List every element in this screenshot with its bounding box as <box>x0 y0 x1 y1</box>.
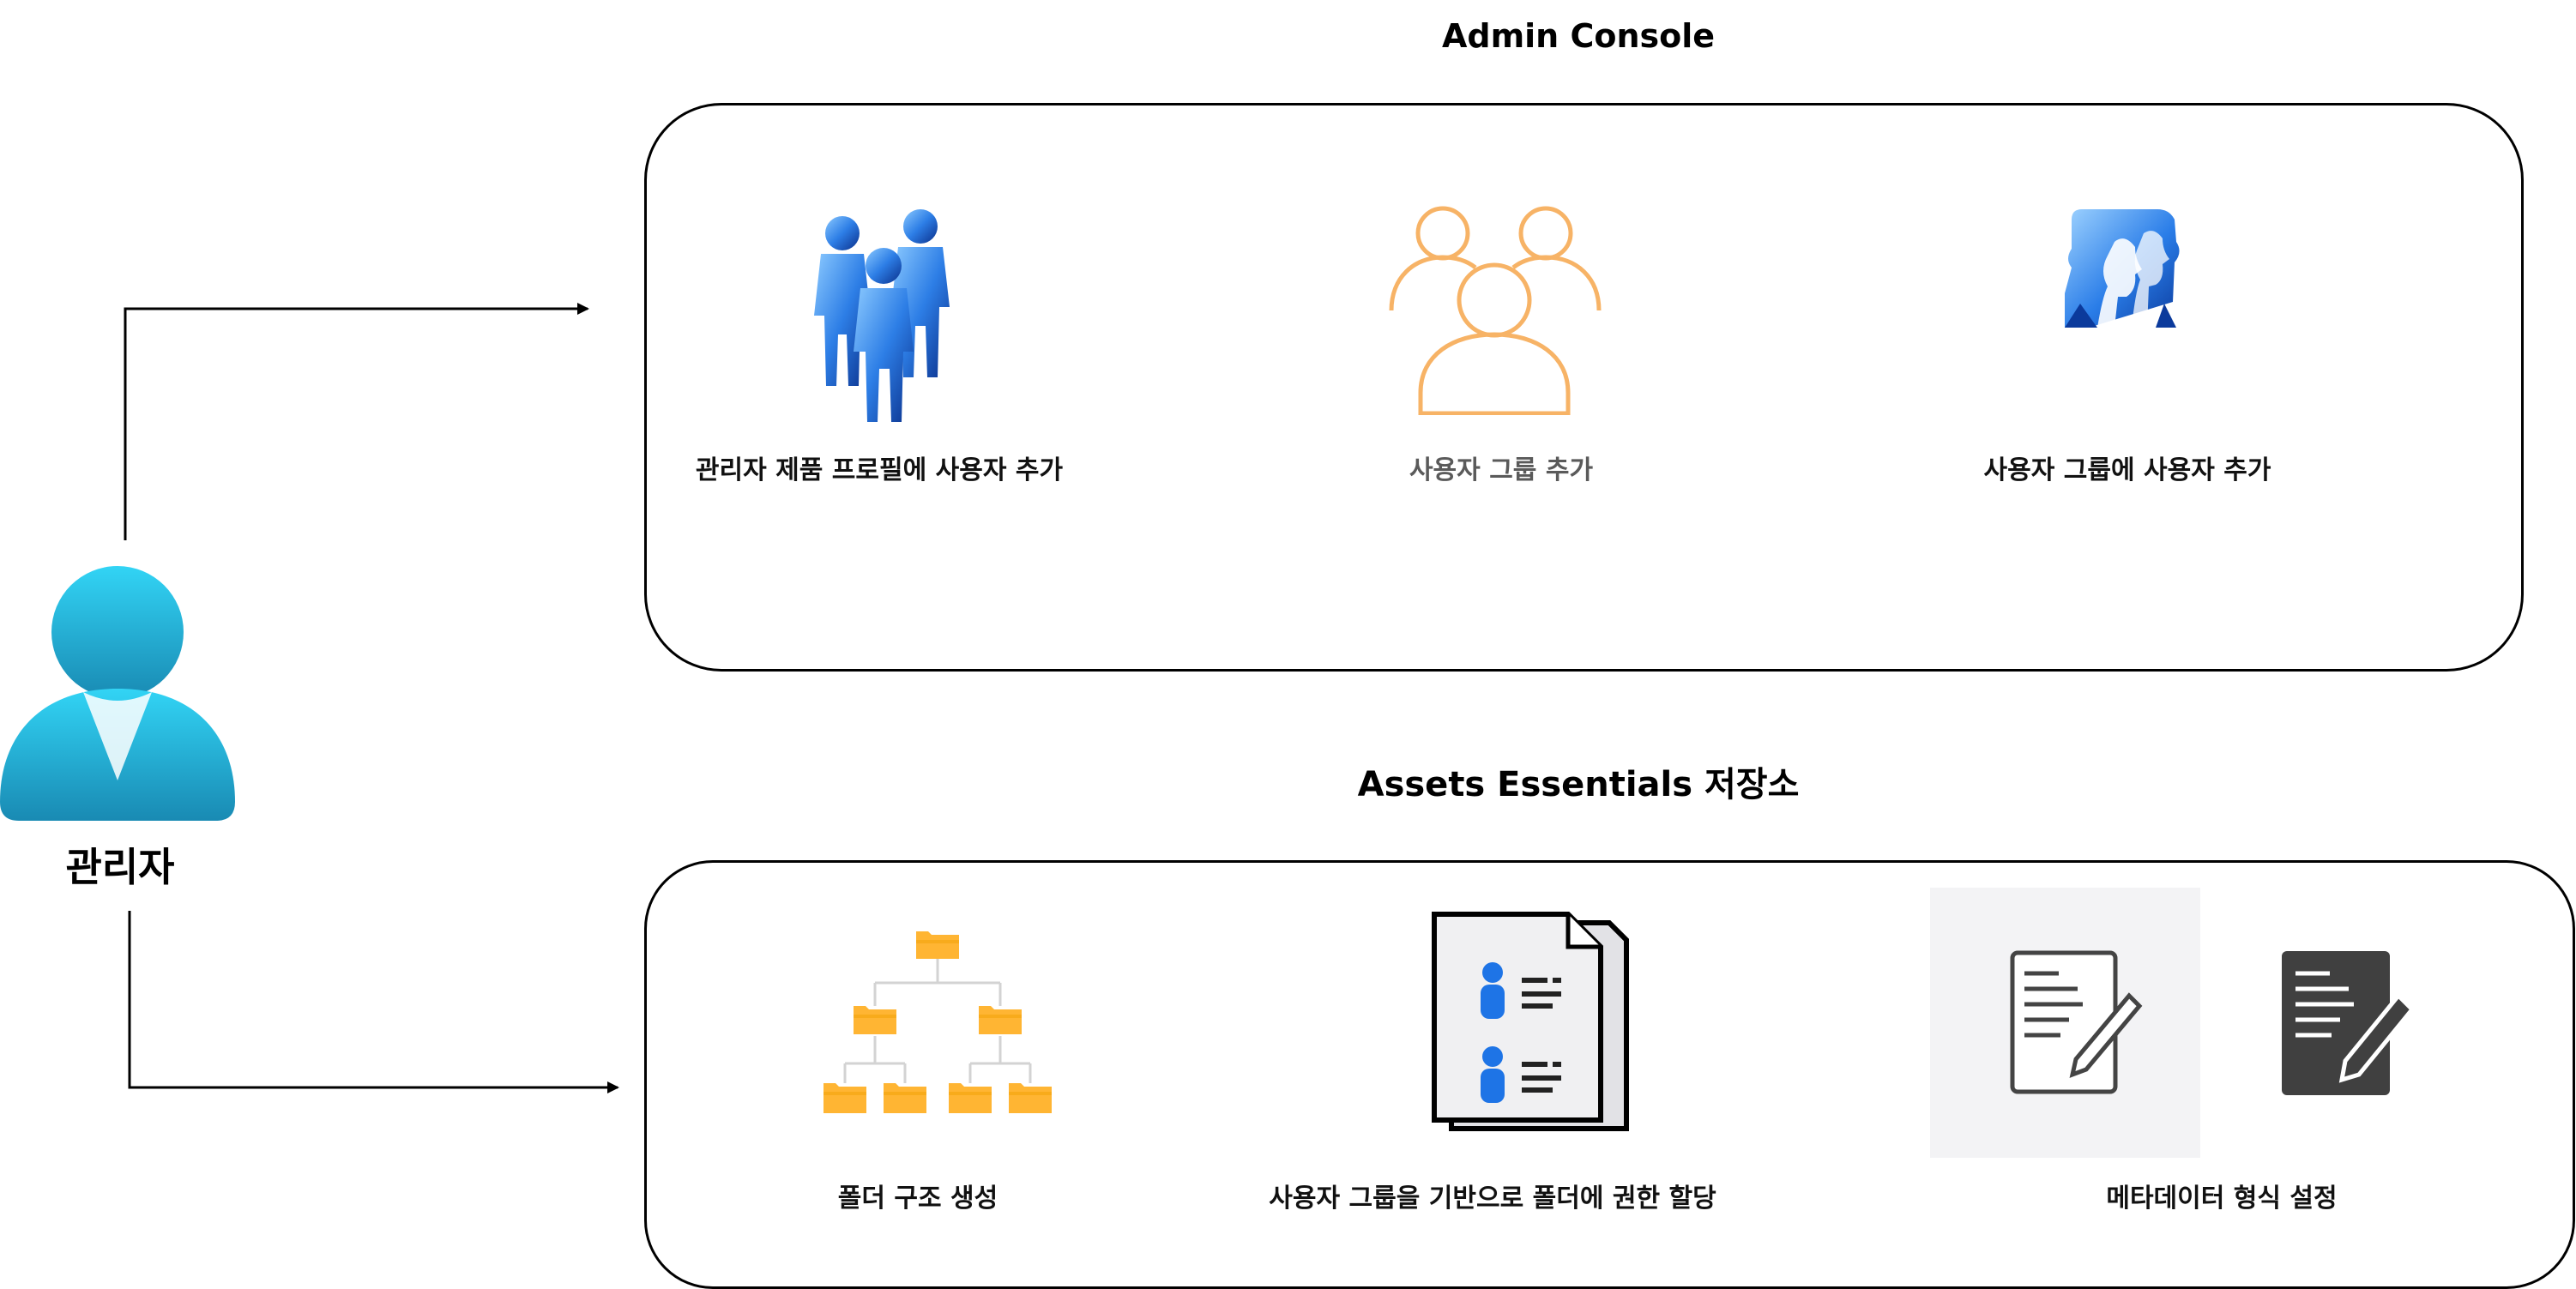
admin-item-label-3: 사용자 그룹에 사용자 추가 <box>1983 455 2271 485</box>
admin-item-label-1: 관리자 제품 프로필에 사용자 추가 <box>695 455 1064 485</box>
assets-item-label-1: 폴더 구조 생성 <box>837 1184 998 1214</box>
arrow-to-admin-console <box>124 303 589 540</box>
user-group-outline-icon <box>1388 204 1602 415</box>
user-profiles-icon <box>2063 208 2183 332</box>
admin-console-panel <box>644 103 2524 672</box>
edit-document-icon <box>1930 888 2200 1158</box>
admin-console-title: Admin Console <box>1441 17 1716 55</box>
user-documents-icon <box>1431 911 1630 1132</box>
edit-document-dark-icon <box>2273 948 2419 1098</box>
folder-tree-icon <box>822 925 1053 1117</box>
assets-item-label-3: 메타데이터 형식 설정 <box>2106 1184 2338 1214</box>
admin-item-label-2: 사용자 그룹 추가 <box>1409 455 1594 485</box>
admin-label: 관리자 <box>65 844 175 890</box>
assets-item-label-2: 사용자 그룹을 기반으로 폴더에 권한 할당 <box>1269 1184 1716 1214</box>
assets-essentials-panel <box>644 860 2575 1289</box>
admin-user-icon <box>0 562 240 828</box>
arrow-to-assets-essentials <box>128 911 619 1093</box>
user-group-blue-icon <box>802 206 956 425</box>
assets-essentials-title: Assets Essentials 저장소 <box>1357 765 1800 804</box>
